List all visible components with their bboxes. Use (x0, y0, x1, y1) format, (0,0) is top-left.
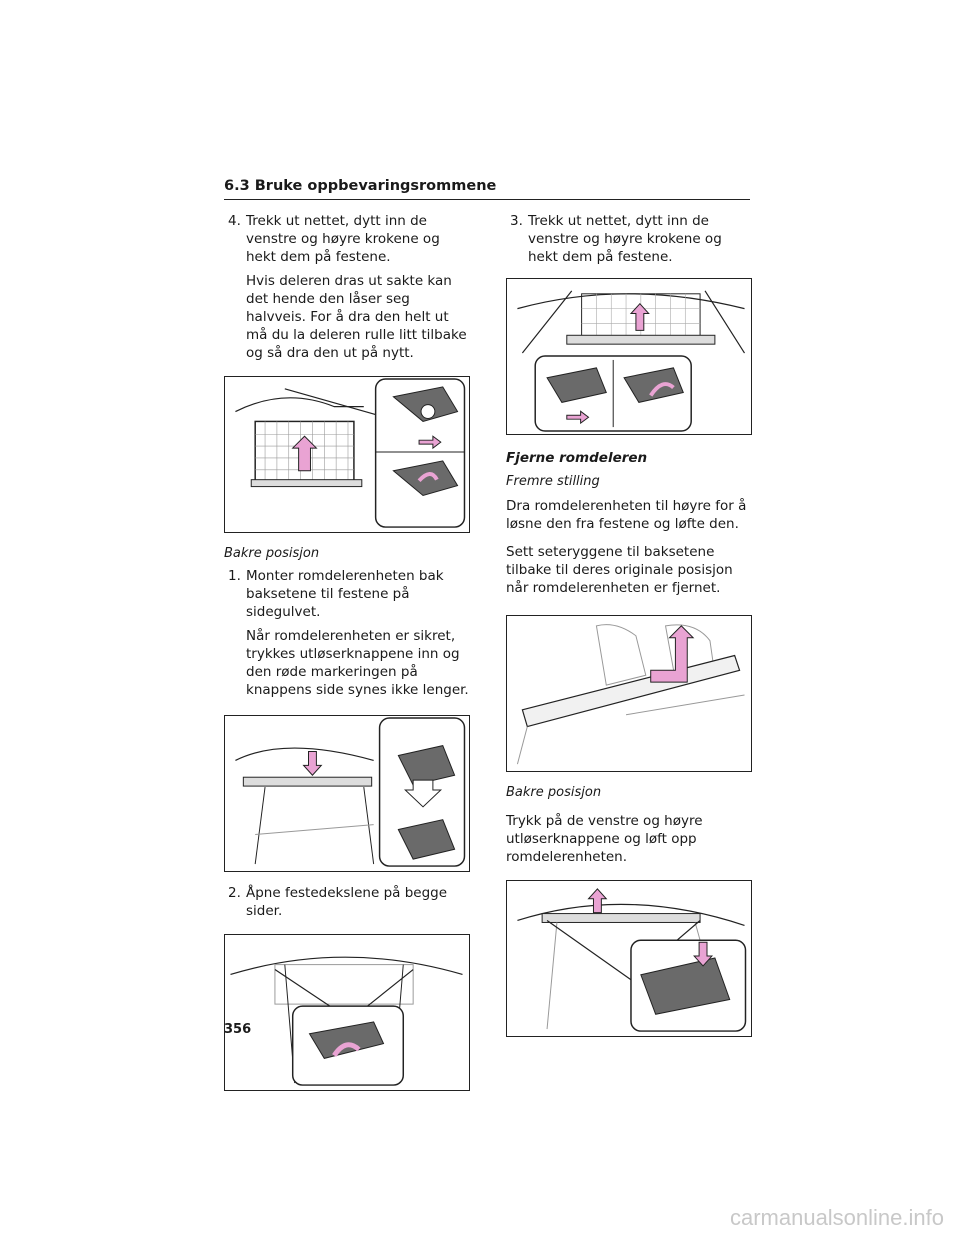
illustration-cover-open (230, 956, 463, 1086)
subheading-rear-position-right: Bakre posisjon (506, 785, 602, 800)
section-number: 6.3 (224, 178, 250, 194)
illustration-mount-divider (235, 717, 466, 867)
step-number: 1. (228, 568, 241, 584)
paragraph-rear: Trykk på de venstre og høyre utløserknap… (506, 813, 703, 865)
figure-net-hooks (224, 376, 470, 533)
illustration-remove-front (516, 624, 745, 765)
paragraph-front-2: Sett seteryggene til baksetene tilbake t… (506, 544, 733, 596)
step-note: Hvis deleren dras ut sakte kan det hende… (246, 273, 467, 361)
step-text: Trekk ut nettet, dytt inn de venstre og … (246, 213, 440, 265)
figure-cover-open (224, 934, 470, 1091)
step-number: 2. (228, 885, 241, 901)
step-note: Når romdelerenheten er sikret, trykkes u… (246, 628, 469, 698)
section-header: 6.3 Bruke oppbevaringsrommene (224, 178, 750, 194)
step-text: Monter romdelerenheten bak baksetene til… (246, 568, 444, 620)
page-number: 356 (224, 1022, 252, 1037)
figure-mount-divider (224, 715, 470, 872)
step-4: 4. Trekk ut nettet, dytt inn de venstre … (224, 212, 470, 266)
right-column: 3. Trekk ut nettet, dytt inn de venstre … (506, 212, 752, 1037)
illustration-net-hooks-rear (517, 290, 746, 432)
step-text: Åpne festedekslene på begge sider. (246, 885, 448, 919)
illustration-remove-rear (517, 888, 747, 1032)
step-number: 4. (228, 213, 241, 229)
subheading-rear-position: Bakre posisjon (224, 546, 320, 561)
step-2: 2. Åpne festedekslene på begge sider. (224, 884, 470, 920)
step-3: 3. Trekk ut nettet, dytt inn de venstre … (506, 212, 752, 266)
heading-remove-divider: Fjerne romdeleren (506, 450, 648, 466)
watermark: carmanualsonline.info (729, 1205, 944, 1230)
illustration-net-hooks (235, 378, 466, 528)
paragraph-front-1: Dra romdelerenheten til høyre for å løsn… (506, 498, 747, 532)
left-column: 4. Trekk ut nettet, dytt inn de venstre … (224, 212, 470, 1091)
section-title: Bruke oppbevaringsrommene (254, 178, 497, 194)
step-1: 1. Monter romdelerenheten bak baksetene … (224, 567, 470, 621)
header-rule (224, 199, 750, 200)
figure-remove-rear (506, 880, 752, 1037)
step-number: 3. (510, 213, 523, 229)
subheading-front-position: Fremre stilling (506, 474, 600, 489)
figure-remove-front (506, 615, 752, 772)
step-text: Trekk ut nettet, dytt inn de venstre og … (528, 213, 722, 265)
figure-net-hooks-rear (506, 278, 752, 435)
